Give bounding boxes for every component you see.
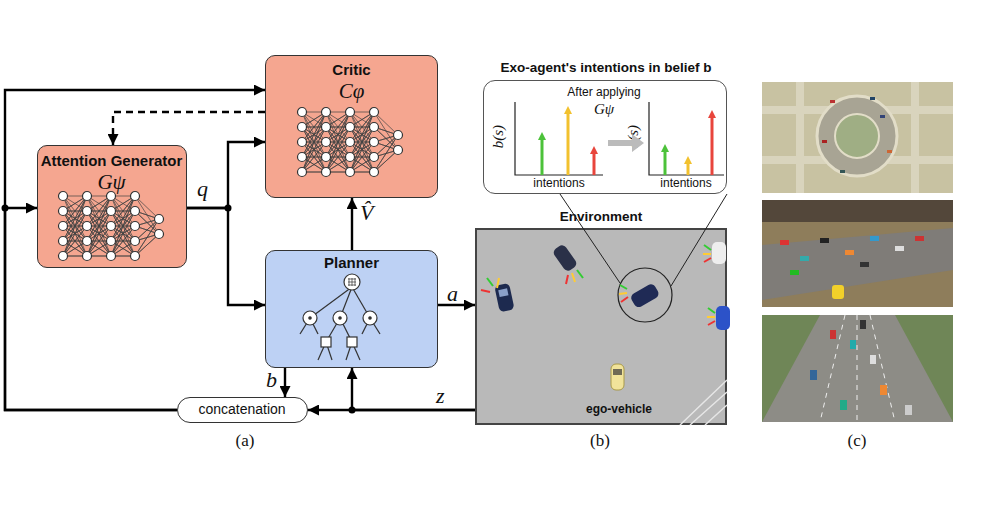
environment-panel: Environmentego-vehicle	[475, 228, 727, 425]
signal-arrow	[308, 409, 475, 411]
panel-title: Environment	[477, 209, 725, 225]
traffic-scene	[481, 242, 730, 425]
subfigure-label: (a)	[225, 431, 265, 451]
axis-label: intentions	[514, 177, 604, 191]
signal-arrow	[187, 142, 265, 208]
box-title: Planner	[266, 254, 437, 271]
signal-arrow	[187, 208, 265, 305]
simulation-screenshot	[762, 82, 953, 193]
signal-label: z	[436, 383, 445, 409]
math-symbol: Gψ	[579, 101, 629, 118]
neural-network-icon	[59, 192, 164, 261]
planner-box: Planner	[265, 250, 438, 368]
signal-arrow	[351, 198, 353, 250]
subfigure-label: (c)	[837, 431, 877, 451]
axis-label: intentions	[646, 177, 726, 191]
subfigure-label: (b)	[580, 431, 620, 451]
axis-label: q(s)	[625, 117, 642, 157]
signal-label: V̂	[360, 200, 373, 226]
callout-box: Exo-agent's intentions in belief bAfter …	[483, 80, 727, 194]
signal-arrow	[5, 208, 177, 410]
network-box: Attention GeneratorGψ	[37, 145, 187, 268]
simulation-screenshot	[762, 315, 953, 422]
simulation-screenshot	[762, 200, 953, 307]
junction-dot	[2, 205, 9, 212]
box-title: Attention Generator	[38, 152, 185, 169]
neural-network-icon	[298, 108, 403, 177]
signal-label: b	[266, 367, 277, 393]
axis-label: b(s)	[490, 117, 507, 157]
signal-arrow	[284, 368, 286, 397]
signal-label: q	[197, 176, 208, 202]
search-tree-icon	[300, 274, 380, 360]
box-title: concatenation	[178, 401, 306, 417]
math-symbol: Gψ	[38, 170, 185, 194]
callout-title: Exo-agent's intentions in belief b	[464, 60, 748, 76]
zoom-leader-lines	[560, 194, 727, 286]
signal-arrow	[352, 368, 475, 410]
process-box: concatenation	[177, 397, 308, 423]
junction-dot	[225, 205, 232, 212]
math-symbol: Cφ	[266, 79, 437, 103]
intention-bar-chart	[515, 102, 724, 175]
vehicle-label: ego-vehicle	[577, 403, 661, 417]
signal-label: a	[447, 281, 458, 307]
signal-arrow	[113, 112, 265, 145]
signal-arrow	[5, 90, 265, 410]
network-box: CriticCφ	[265, 55, 438, 198]
annotation-text: After applying	[562, 86, 646, 100]
junction-dot	[349, 407, 356, 414]
box-title: Critic	[266, 61, 437, 78]
